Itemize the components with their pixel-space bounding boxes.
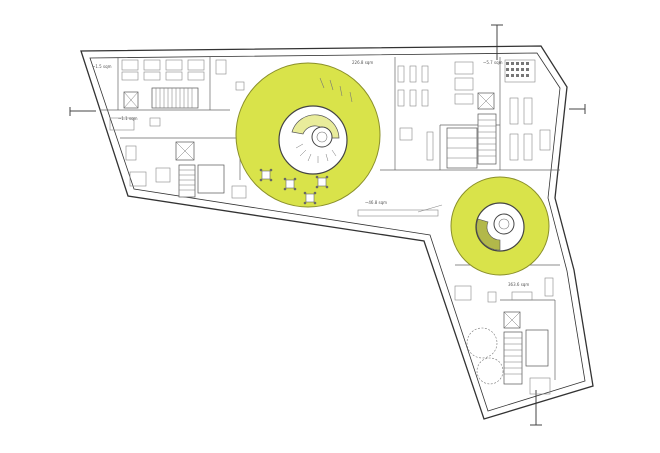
atrium-core [311, 126, 333, 148]
building-outline [80, 45, 594, 420]
toilet-icon [197, 164, 225, 194]
stair-icon [477, 113, 497, 165]
area-label: ~5.7 sqm [483, 60, 503, 65]
main-atrium [235, 62, 381, 208]
area-labels: ~1.5 sqm ~1.1 sqm 226.8 sqm ~5.7 sqm ~46… [92, 60, 529, 287]
atrium-ramp [476, 218, 501, 251]
area-label: ~46.8 sqm [365, 200, 387, 205]
stair-icon [503, 331, 523, 385]
secondary-atrium [450, 176, 550, 276]
outer-wall [80, 45, 594, 420]
table-cluster-icon [259, 77, 353, 205]
area-label: 226.8 sqm [352, 60, 373, 65]
stair-icon [151, 87, 199, 109]
round-tables [466, 327, 504, 385]
inner-wall [89, 52, 586, 412]
atrium-core [493, 213, 515, 235]
service-cores [123, 87, 549, 385]
area-label: ~1.1 sqm [118, 116, 138, 121]
furniture [109, 59, 554, 395]
toilet-icon [525, 329, 549, 367]
seating-rows [506, 62, 529, 77]
area-label: ~1.5 sqm [92, 64, 112, 69]
area-label: 363.6 sqm [508, 282, 529, 287]
stair-icon [178, 164, 196, 198]
partitions [100, 57, 560, 380]
